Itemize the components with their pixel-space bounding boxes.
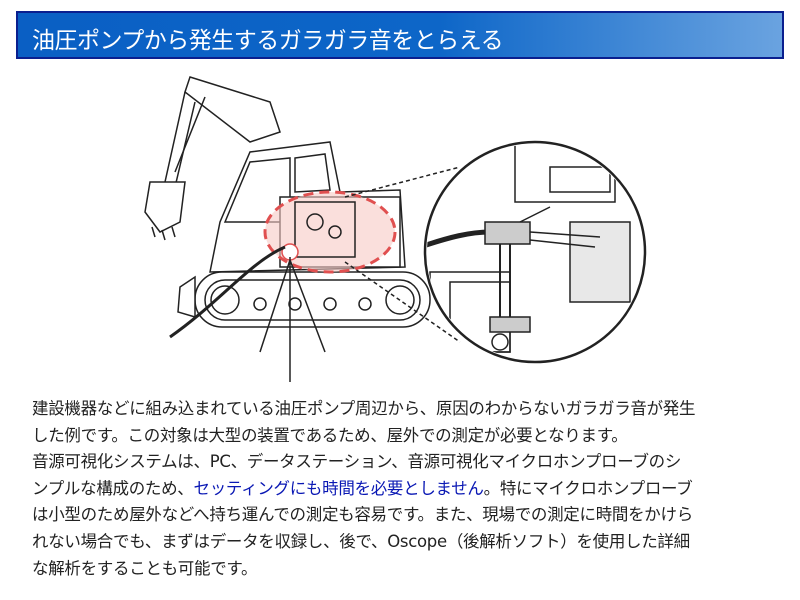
excavator-icon (144, 76, 461, 382)
description-text: 建設機器などに組み込まれている油圧ポンプ周辺から、原因のわからないガラガラ音が発… (32, 396, 782, 582)
text-line: ンプルな構成のため、セッティングにも時間を必要としません。特にマイクロホンプロー… (32, 476, 782, 503)
text-line: な解析をすることも可能です。 (32, 558, 258, 578)
text-line: は小型のため屋外などへ持ち運んでの測定も容易です。また、現場での測定に時間をかけ… (32, 505, 693, 525)
section-header: 油圧ポンプから発生するガラガラ音をとらえる (16, 11, 784, 59)
text-line: 建設機器などに組み込まれている油圧ポンプ周辺から、原因のわからないガラガラ音が発… (32, 399, 696, 418)
section-title: 油圧ポンプから発生するガラガラ音をとらえる (32, 28, 504, 54)
text-line: した例です。この対象は大型の装置であるため、屋外での測定が必要となります。 (32, 425, 628, 445)
text-segment: 。特にマイクロホンプローブ (483, 478, 693, 498)
excavator-illustration (144, 76, 647, 382)
text-line: れない場合でも、まずはデータを収録し、後で、Oscope（後解析ソフト）を使用し… (32, 531, 690, 551)
text-line: 音源可視化システムは、PC、データステーション、音源可視化マイクロホンプローブの… (32, 452, 682, 472)
highlighted-text: セッティングにも時間を必要としません (193, 478, 484, 498)
probe-detail-circle (423, 140, 647, 364)
text-segment: ンプルな構成のため、 (32, 478, 194, 498)
